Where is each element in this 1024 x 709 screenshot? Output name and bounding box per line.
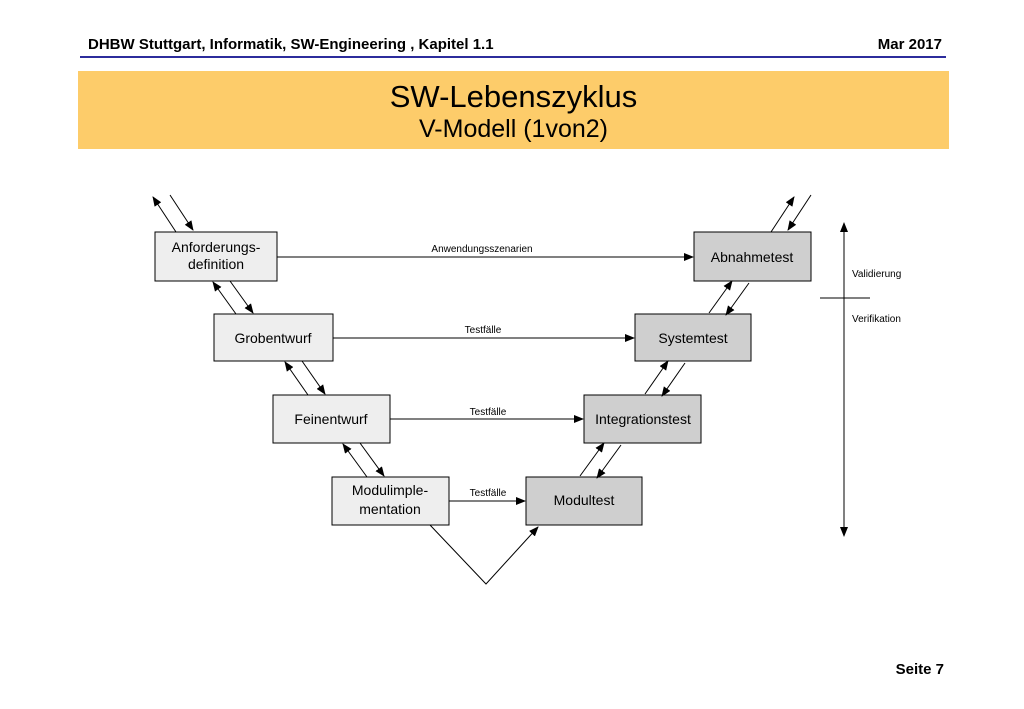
box-modulimplementation: Modulimple- mentation: [331, 476, 450, 526]
box-grobentwurf: Grobentwurf: [213, 313, 334, 362]
left-diagonal-arrows: [152, 194, 385, 478]
label-testfaelle-integration: Testfälle: [470, 407, 507, 418]
label-testfaelle-modul: Testfälle: [470, 488, 507, 499]
right-diagonal-arrows: [579, 194, 812, 479]
box-anforderung-line1: Anforderungs-: [172, 239, 261, 255]
box-anforderungsdefinition: Anforderungs- definition: [154, 231, 278, 282]
box-abnahmetest-label: Abnahmetest: [711, 249, 794, 265]
header-course-title: DHBW Stuttgart, Informatik, SW-Engineeri…: [88, 36, 494, 53]
box-abnahmetest: Abnahmetest: [693, 231, 812, 282]
box-modul-line1: Modulimple-: [352, 482, 429, 498]
page-number: Seite 7: [895, 661, 944, 678]
label-anwendungsszenarien: Anwendungsszenarien: [431, 244, 532, 255]
box-anforderung-line2: definition: [188, 256, 244, 272]
box-integrationstest-label: Integrationstest: [595, 411, 691, 427]
box-systemtest: Systemtest: [634, 313, 752, 362]
slide-title: SW-Lebenszyklus: [389, 79, 638, 114]
slide-header: DHBW Stuttgart, Informatik, SW-Engineeri…: [80, 34, 946, 58]
title-band: SW-Lebenszyklus V-Modell (1von2): [78, 71, 949, 149]
box-grobentwurf-label: Grobentwurf: [234, 330, 311, 346]
box-systemtest-label: Systemtest: [658, 330, 727, 346]
slide-subtitle: V-Modell (1von2): [419, 115, 608, 143]
box-modultest-label: Modultest: [554, 492, 615, 508]
box-integrationstest: Integrationstest: [583, 394, 702, 444]
box-modul-line2: mentation: [359, 501, 420, 517]
label-validierung: Validierung: [852, 269, 901, 280]
box-feinentwurf: Feinentwurf: [272, 394, 391, 444]
validation-verification-axis: [820, 222, 870, 537]
box-modultest: Modultest: [525, 476, 643, 526]
v-bottom-arrow: [429, 524, 539, 585]
box-feinentwurf-label: Feinentwurf: [294, 411, 367, 427]
label-testfaelle-system: Testfälle: [465, 325, 502, 336]
label-verifikation: Verifikation: [852, 314, 901, 325]
header-date: Mar 2017: [877, 36, 942, 53]
